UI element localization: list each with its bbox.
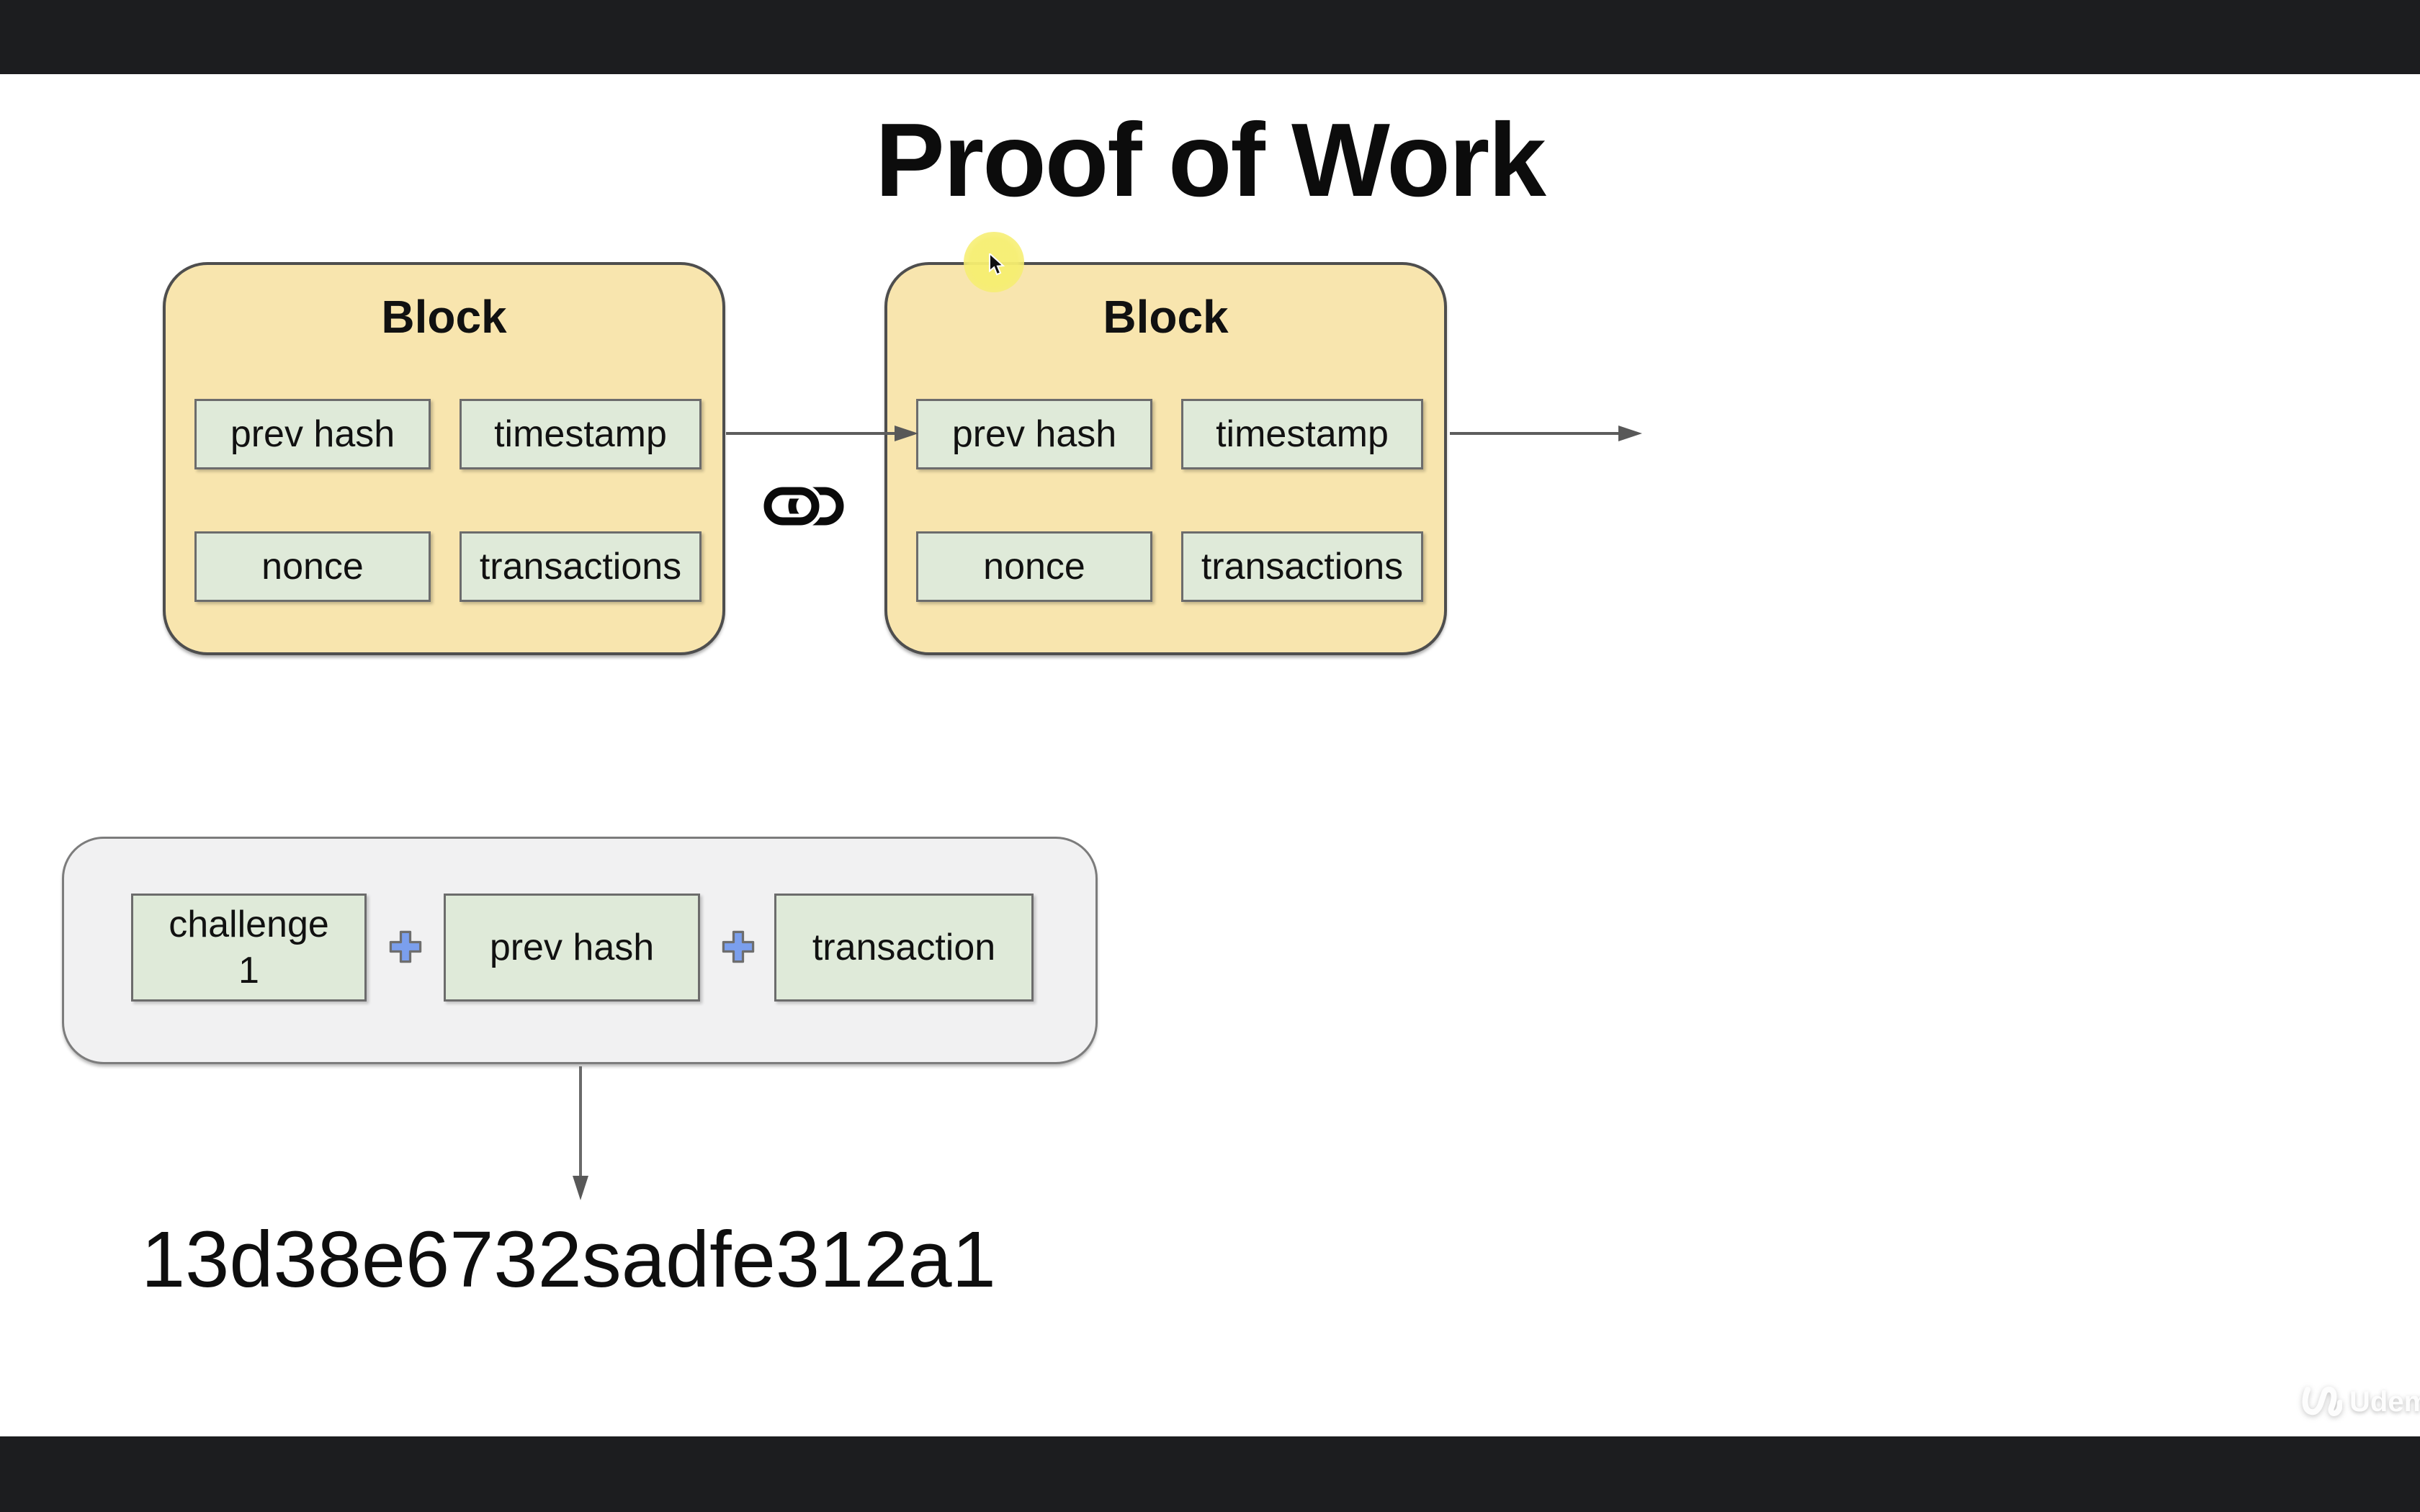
challenge-label-line1: challenge — [169, 904, 329, 945]
block-field-transactions: transactions — [460, 531, 702, 602]
transaction-label: transaction — [812, 927, 996, 968]
page-title: Proof of Work — [875, 102, 1546, 218]
arrow-right-icon — [895, 426, 918, 441]
transaction-box: transaction — [774, 894, 1034, 1002]
arrow-down-icon — [573, 1176, 588, 1200]
block-field-nonce: nonce — [916, 531, 1152, 602]
challenge-box: challenge 1 — [131, 894, 367, 1002]
block-field-nonce: nonce — [194, 531, 431, 602]
prev-hash-label: prev hash — [489, 927, 655, 968]
cursor-pointer-icon — [988, 251, 1005, 280]
block-field-prev-hash: prev hash — [194, 399, 431, 469]
udemy-watermark: Udemy — [2302, 1382, 2420, 1422]
hash-input-container: challenge 1 prev hash transaction — [62, 837, 1098, 1064]
plus-icon — [387, 928, 424, 966]
block-field-transactions: transactions — [1181, 531, 1423, 602]
udemy-wordmark: Udemy — [2349, 1386, 2420, 1418]
block-field-timestamp: timestamp — [1181, 399, 1423, 469]
udemy-logo-icon — [2302, 1382, 2343, 1422]
hash-output-text: 13d38e6732sadfe312a1 — [141, 1215, 996, 1304]
block-field-timestamp: timestamp — [460, 399, 702, 469]
block-field-prev-hash: prev hash — [916, 399, 1152, 469]
bottom-letterbox-bar — [0, 1436, 2420, 1512]
top-letterbox-bar — [0, 0, 2420, 74]
prev-hash-box: prev hash — [444, 894, 700, 1002]
block-title: Block — [1103, 291, 1229, 343]
block-title: Block — [381, 291, 507, 343]
hash-arrow-line — [579, 1066, 582, 1176]
plus-icon — [720, 928, 757, 966]
challenge-label-line2: 1 — [238, 950, 259, 991]
next-block-arrow-line — [1450, 432, 1618, 435]
arrow-right-icon — [1618, 426, 1642, 441]
block-card-2: Block prev hash timestamp nonce transact… — [884, 262, 1447, 655]
block-link-arrow-line — [726, 432, 895, 435]
block-card-1: Block prev hash timestamp nonce transact… — [163, 262, 725, 655]
chain-link-icon — [760, 483, 844, 529]
